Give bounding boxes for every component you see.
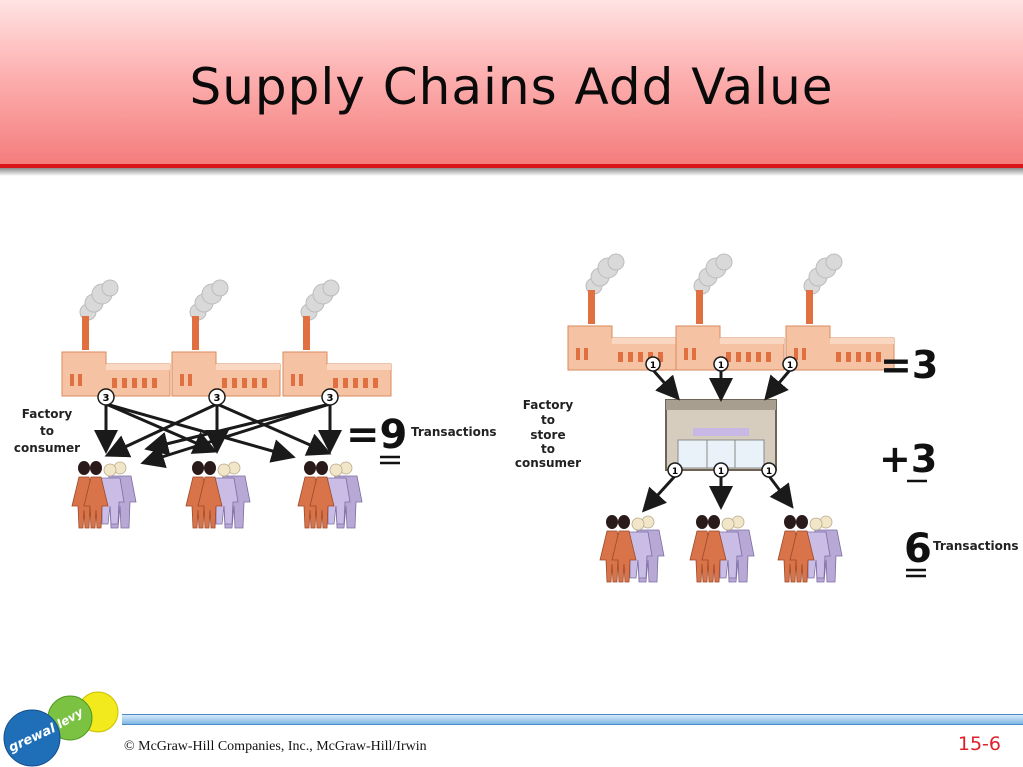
consumer-group-icon bbox=[777, 514, 843, 583]
transaction-node: 1 bbox=[782, 356, 798, 372]
transaction-node: 3 bbox=[321, 388, 339, 406]
node-count-label: 1 bbox=[718, 361, 724, 371]
right-diagram: 1 1 1 1 1 1 Factory to store to bbox=[515, 253, 1019, 583]
store-icon bbox=[665, 399, 777, 471]
right-top-total: =3 bbox=[880, 343, 938, 387]
transaction-node: 1 bbox=[645, 356, 661, 372]
svg-text:to: to bbox=[40, 424, 54, 438]
page-number: 15-6 bbox=[957, 733, 1001, 755]
header-rule bbox=[0, 164, 1023, 168]
transaction-arrows bbox=[641, 369, 794, 513]
factory-icon bbox=[61, 279, 171, 397]
node-count-label: 1 bbox=[766, 467, 772, 477]
node-count-label: 1 bbox=[672, 467, 678, 477]
node-count-label: 1 bbox=[787, 361, 793, 371]
slide-header bbox=[0, 0, 1023, 166]
svg-text:consumer: consumer bbox=[14, 441, 80, 455]
consumer-group-icon bbox=[599, 514, 665, 583]
slide-title: Supply Chains Add Value bbox=[189, 58, 834, 116]
right-bottom-total: 6 bbox=[904, 526, 932, 572]
consumer-group-icon bbox=[71, 460, 137, 529]
transaction-node: 3 bbox=[208, 388, 226, 406]
svg-text:Factory: Factory bbox=[22, 407, 73, 421]
transaction-node: 1 bbox=[761, 462, 777, 478]
transaction-node: 1 bbox=[713, 462, 729, 478]
left-total-label: Transactions bbox=[411, 425, 497, 439]
node-count-label: 3 bbox=[327, 393, 334, 404]
consumer-group-icon bbox=[689, 514, 755, 583]
left-total: =9 bbox=[346, 412, 407, 458]
svg-text:store: store bbox=[530, 428, 565, 442]
footer-bar bbox=[122, 714, 1023, 725]
factory-icon bbox=[171, 279, 281, 397]
consumer-group-icon bbox=[185, 460, 251, 529]
right-middle-total: +3 bbox=[879, 437, 937, 481]
left-side-label: Factory to consumer bbox=[14, 407, 80, 455]
transaction-node: 1 bbox=[713, 356, 729, 372]
svg-text:to: to bbox=[541, 413, 555, 427]
node-count-label: 1 bbox=[650, 361, 656, 371]
right-side-label: Factory to store to consumer bbox=[515, 398, 581, 470]
factory-icon bbox=[675, 253, 785, 371]
transaction-node: 3 bbox=[97, 388, 115, 406]
factory-icon bbox=[567, 253, 677, 371]
node-count-label: 3 bbox=[103, 393, 110, 404]
transaction-arrows bbox=[94, 402, 342, 469]
transaction-node: 1 bbox=[667, 462, 683, 478]
node-count-label: 3 bbox=[214, 393, 221, 404]
factory-icon bbox=[785, 253, 895, 371]
consumer-group-icon bbox=[297, 460, 363, 529]
factory-icon bbox=[282, 279, 392, 397]
left-diagram: 3 3 3 Factory to consumer =9 Transaction… bbox=[14, 279, 497, 529]
copyright-text: © McGraw-Hill Companies, Inc., McGraw-Hi… bbox=[124, 739, 427, 754]
svg-text:consumer: consumer bbox=[515, 456, 581, 470]
grewal-levy-logo: levy grewal bbox=[3, 691, 119, 767]
header-shadow bbox=[0, 168, 1023, 176]
right-total-label: Transactions bbox=[933, 539, 1019, 553]
svg-text:to: to bbox=[541, 442, 555, 456]
node-count-label: 1 bbox=[718, 467, 724, 477]
svg-text:Factory: Factory bbox=[523, 398, 574, 412]
